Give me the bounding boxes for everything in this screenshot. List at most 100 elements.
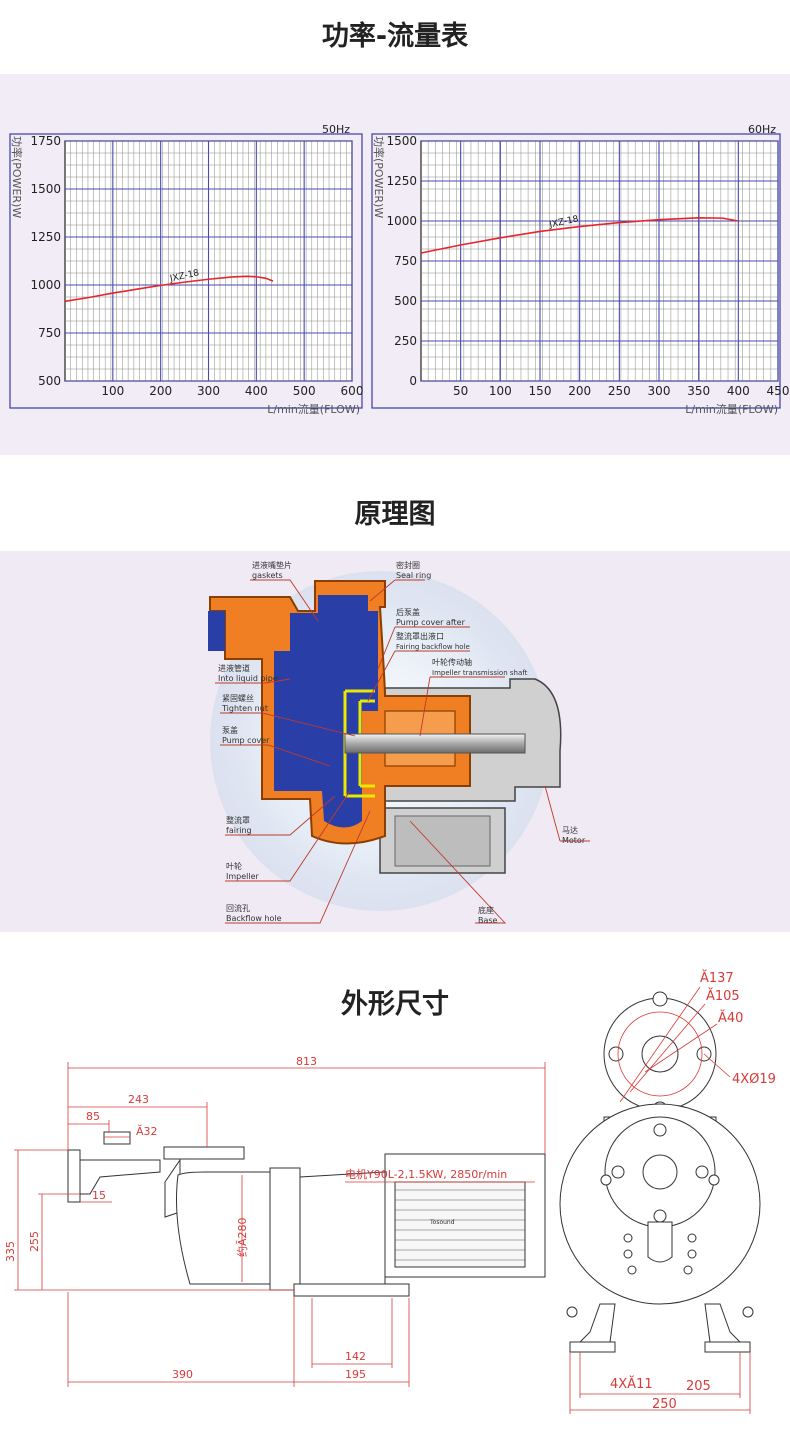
x-tick-label: 300 [648, 384, 671, 398]
label-gaskets-en: gaskets [252, 571, 283, 580]
label-cover-after-cn: 后泵盖 [396, 607, 420, 617]
x-tick-label: 100 [101, 384, 124, 398]
dim-15: 15 [92, 1189, 106, 1202]
base-inner [394, 815, 491, 867]
dim-280: 约Ă280 [236, 1217, 249, 1257]
label-fairing-hole-cn: 整流罩出液口 [396, 631, 444, 641]
x-tick-label: 400 [245, 384, 268, 398]
label-shaft-cn: 叶轮传动轴 [432, 657, 472, 667]
x-axis-label: L/min流量(FLOW) [267, 402, 360, 416]
dim-85: 85 [86, 1110, 100, 1123]
label-impeller-en: Impeller [226, 872, 260, 881]
y-tick-label: 250 [394, 334, 417, 348]
x-tick-label: 500 [293, 384, 316, 398]
dimension-lines [14, 1062, 546, 1387]
x-tick-label: 250 [608, 384, 631, 398]
label-motor-cn: 马达 [562, 825, 578, 835]
x-tick-label: 200 [149, 384, 172, 398]
label-impeller-cn: 叶轮 [226, 861, 242, 871]
label-pipe-en: Into liquid pipe [218, 674, 278, 683]
label-fairing-en: fairing [226, 826, 252, 835]
dimension-drawing: Tosound 813 243 85 Ă32 15 335 255 约Ă28 [4, 970, 776, 1414]
label-nut-cn: 紧固螺丝 [222, 693, 254, 703]
leader-lines [215, 579, 590, 924]
label-base-en: Base [478, 916, 498, 925]
x-tick-label: 350 [687, 384, 710, 398]
y-axis-label: 功率(POWER)W [372, 136, 386, 218]
x-tick-label: 50 [453, 384, 468, 398]
x-tick-label: 200 [568, 384, 591, 398]
y-axis-label: 功率(POWER)W [10, 136, 24, 218]
diagram-band: 进液嘴垫片 gaskets 密封圈 Seal ring 后泵盖 Pump cov… [0, 551, 790, 932]
power-flow-title: 功率-流量表 [321, 21, 469, 52]
dim-base-holes: 4XĂ11 [610, 1376, 653, 1392]
x-tick-label: 300 [197, 384, 220, 398]
x-tick-label: 400 [727, 384, 750, 398]
label-fairing-hole-en: Fairing backflow hole [396, 643, 470, 651]
dim-142: 142 [345, 1350, 366, 1363]
label-motor-en: Motor [562, 836, 586, 845]
motor-brand: Tosound [429, 1219, 455, 1226]
chart-title: 50Hz [322, 123, 350, 136]
dim-195: 195 [345, 1368, 366, 1381]
dimension-texts: 813 243 85 Ă32 15 335 255 约Ă280 电机Y90L-2… [4, 1055, 507, 1381]
dim-flange-137: Ă137 [700, 970, 734, 986]
dim-holes: 4XØ19 [732, 1072, 776, 1087]
dim-390: 390 [172, 1368, 193, 1381]
fluid-channel-blue [210, 595, 378, 828]
y-tick-label: 1250 [386, 174, 417, 188]
dim-255: 255 [28, 1231, 41, 1252]
inlet-pipe [208, 611, 222, 651]
label-nut-en: Tighten nut [221, 704, 268, 713]
label-fairing-cn: 整流罩 [226, 815, 250, 825]
dim-flange-105: Ă105 [706, 988, 740, 1004]
label-shaft-en: Impeller transmission shaft [432, 669, 528, 677]
label-pipe-cn: 进液管道 [218, 663, 250, 673]
y-tick-label: 1500 [30, 182, 61, 196]
series-line [64, 275, 274, 303]
dimensions-band: 外形尺寸 Tosound [0, 932, 790, 1437]
flange-dim-lines [569, 986, 751, 1414]
label-sealring-en: Seal ring [396, 571, 431, 580]
label-sealring-cn: 密封圈 [396, 560, 420, 570]
dim-250: 250 [652, 1397, 677, 1412]
label-gaskets-cn: 进液嘴垫片 [252, 560, 292, 570]
diagram-labels: 进液嘴垫片 gaskets 密封圈 Seal ring 后泵盖 Pump cov… [218, 560, 586, 925]
x-axis-label: L/min流量(FLOW) [685, 402, 778, 416]
x-tick-label: 450 [767, 384, 790, 398]
label-backflow-en: Backflow hole [226, 914, 282, 923]
dim-flange-40: Ă40 [718, 1010, 743, 1026]
dim-243: 243 [128, 1093, 149, 1106]
y-tick-label: 1500 [386, 134, 417, 148]
y-tick-label: 500 [38, 374, 61, 388]
principle-title: 原理图 [354, 499, 436, 530]
y-tick-label: 0 [409, 374, 417, 388]
x-tick-label: 600 [341, 384, 364, 398]
y-tick-label: 1250 [30, 230, 61, 244]
chart-frame [371, 133, 781, 409]
front-view [559, 991, 761, 1353]
label-base-cn: 底座 [478, 905, 494, 915]
y-tick-label: 1000 [386, 214, 417, 228]
label-pumpcover-en: Pump cover [222, 736, 270, 745]
dim-813: 813 [296, 1055, 317, 1068]
chart-title: 60Hz [748, 123, 776, 136]
x-tick-label: 100 [489, 384, 512, 398]
dim-205: 205 [686, 1379, 711, 1394]
label-pumpcover-cn: 泵盖 [222, 725, 238, 735]
y-tick-label: 750 [394, 254, 417, 268]
flange-dim-texts: Ă137 Ă105 Ă40 4XØ19 4XĂ11 205 250 [610, 970, 776, 1412]
series-line [420, 216, 739, 254]
dimensions-title: 外形尺寸 [341, 989, 449, 1020]
motor-spec: 电机Y90L-2,1.5KW, 2850r/min [345, 1167, 507, 1181]
pump-diagram: 进液嘴垫片 gaskets 密封圈 Seal ring 后泵盖 Pump cov… [208, 560, 590, 925]
impeller-shaft [344, 733, 526, 754]
y-tick-label: 1000 [30, 278, 61, 292]
motor-fins [395, 1189, 525, 1261]
side-view [67, 1131, 546, 1297]
chart-frame [9, 133, 363, 409]
dim-335: 335 [4, 1241, 17, 1262]
